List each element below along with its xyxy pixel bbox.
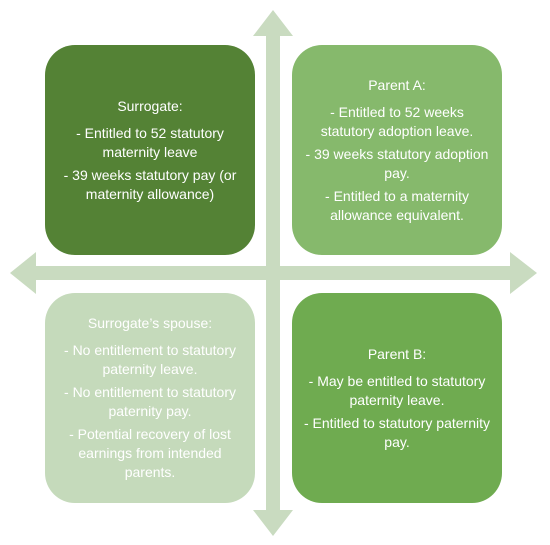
quadrant-title: Parent A: <box>368 76 426 93</box>
quadrant-line: - Entitled to 52 statutory maternity lea… <box>76 124 224 160</box>
quadrant-line: - Potential recovery of lost earnings fr… <box>69 426 231 480</box>
quadrant-line: - No entitlement to statutory paternity … <box>64 342 236 377</box>
quadrant-surrogate-spouse: Surrogate’s spouse: - No entitlement to … <box>45 293 255 503</box>
quadrant-line: - May be entitled to statutory paternity… <box>308 372 486 408</box>
quadrant-line: - 39 weeks statutory pay (or maternity a… <box>63 166 237 202</box>
quadrant-line: - Entitled to statutory paternity pay. <box>304 414 490 450</box>
quadrant-line: - No entitlement to statutory paternity … <box>64 384 236 419</box>
quadrant-title: Surrogate: <box>117 97 183 114</box>
quadrant-title: Surrogate’s spouse: <box>87 315 213 331</box>
quadrant-title: Parent B: <box>367 345 427 362</box>
horizontal-double-arrow <box>10 252 537 294</box>
quadrant-surrogate: Surrogate: - Entitled to 52 statutory ma… <box>45 45 255 255</box>
quadrant-line: - Entitled to a maternity allowance equi… <box>325 187 469 223</box>
quadrant-line: - Entitled to 52 weeks statutory adoptio… <box>320 103 474 139</box>
quadrant-parent-b: Parent B: - May be entitled to statutory… <box>292 293 502 503</box>
quadrant-parent-a: Parent A: - Entitled to 52 weeks statuto… <box>292 45 502 255</box>
quadrant-line: - 39 weeks statutory adoption pay. <box>305 145 489 181</box>
